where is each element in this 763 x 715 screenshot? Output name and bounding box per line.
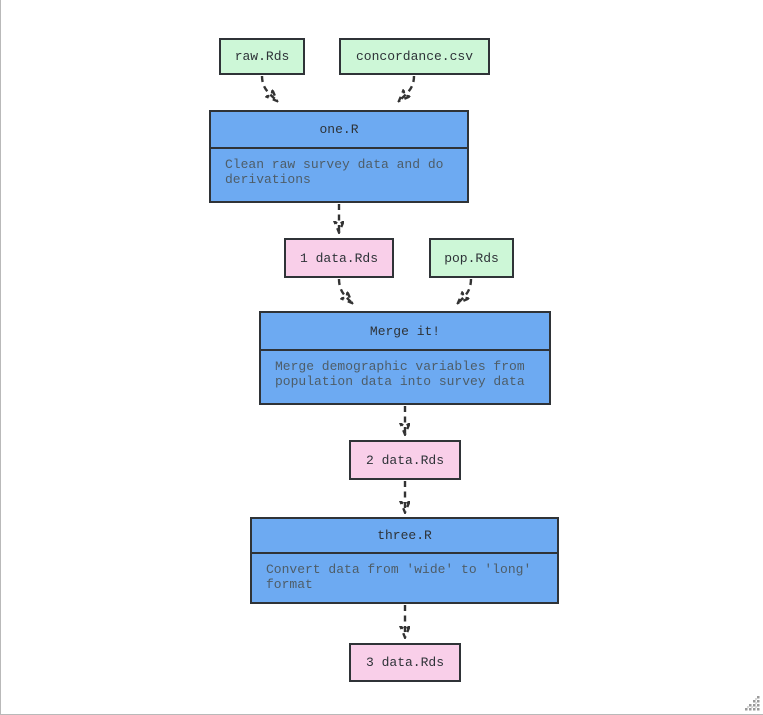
edge-pop-to-merge (459, 278, 473, 302)
derived-file-node-data1: 1 data.Rds (284, 238, 394, 278)
derived-file-node-data2: 2 data.Rds (349, 440, 461, 480)
process-description: Convert data from 'wide' to 'long' forma… (266, 562, 532, 592)
edge-concordance-to-one (400, 75, 416, 100)
process-description: Merge demographic variables from populat… (275, 359, 525, 389)
process-node-merge: Merge it! Merge demographic variables fr… (259, 311, 551, 405)
edge-data1-to-merge (337, 278, 351, 302)
process-title: Merge it! (261, 313, 549, 351)
edge-raw-to-one (260, 75, 276, 100)
process-node-three: three.R Convert data from 'wide' to 'lon… (250, 517, 559, 604)
process-description: Clean raw survey data and do derivations (225, 157, 444, 187)
process-node-one: one.R Clean raw survey data and do deriv… (209, 110, 469, 203)
input-file-node-raw: raw.Rds (219, 38, 305, 75)
process-title: one.R (211, 112, 467, 149)
resize-grip[interactable] (743, 694, 761, 712)
input-file-node-concordance: concordance.csv (339, 38, 490, 75)
derived-file-node-data3: 3 data.Rds (349, 643, 461, 682)
process-title: three.R (252, 519, 557, 554)
input-file-node-pop: pop.Rds (429, 238, 514, 278)
